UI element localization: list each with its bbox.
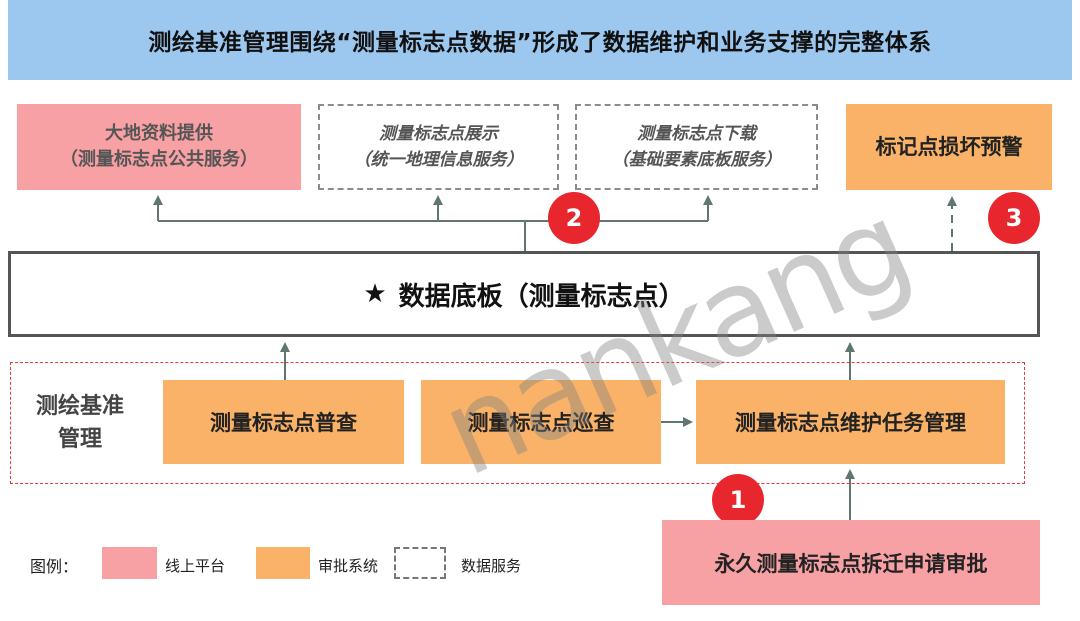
warning-label: 标记点损坏预警 xyxy=(875,135,1023,159)
badge-3: 3 xyxy=(988,192,1040,244)
badge-2: 2 xyxy=(548,192,600,244)
management-label: 测绘基准 管理 xyxy=(20,388,140,458)
download-service-box: 测量标志点下载 （基础要素底板服务） xyxy=(575,104,818,190)
maintenance-box: 测量标志点维护任务管理 xyxy=(696,380,1005,464)
survey-label: 测量标志点普查 xyxy=(210,411,357,435)
display-line2: （统一地理信息服务） xyxy=(353,150,524,170)
display-service-box: 测量标志点展示 （统一地理信息服务） xyxy=(318,104,559,190)
badge-1: 1 xyxy=(712,474,764,526)
geodata-service-box: 大地资料提供 （测量标志点公共服务） xyxy=(17,104,301,190)
legend-swatch-online xyxy=(102,547,157,579)
star-icon: ★ xyxy=(363,279,387,309)
management-label-line1: 测绘基准 xyxy=(35,394,124,419)
legend-text-service: 数据服务 xyxy=(461,557,522,575)
data-board-box: ★ 数据底板（测量标志点） xyxy=(8,251,1040,337)
legend-swatch-service xyxy=(394,547,446,579)
data-board-label: 数据底板（测量标志点） xyxy=(398,281,685,312)
management-label-line2: 管理 xyxy=(57,427,102,452)
geodata-line1: 大地资料提供 xyxy=(105,123,213,144)
title-banner: 测绘基准管理围绕“测量标志点数据”形成了数据维护和业务支撑的完整体系 xyxy=(8,0,1072,80)
relocation-approval-box: 永久测量标志点拆迁申请审批 xyxy=(662,520,1040,605)
geodata-line2: （测量标志点公共服务） xyxy=(60,149,258,170)
legend-title: 图例： xyxy=(30,557,79,576)
patrol-box: 测量标志点巡查 xyxy=(421,380,661,464)
legend-swatch-approval xyxy=(256,547,310,579)
damage-warning-box: 标记点损坏预警 xyxy=(846,104,1052,190)
download-line1: 测量标志点下载 xyxy=(637,124,756,144)
legend-text-approval: 审批系统 xyxy=(318,557,379,575)
relocation-label: 永久测量标志点拆迁申请审批 xyxy=(714,551,988,576)
legend-text-online: 线上平台 xyxy=(165,557,226,575)
download-line2: （基础要素底板服务） xyxy=(611,150,782,170)
display-line1: 测量标志点展示 xyxy=(379,124,498,144)
maintenance-label: 测量标志点维护任务管理 xyxy=(735,411,966,435)
survey-box: 测量标志点普查 xyxy=(163,380,404,464)
patrol-label: 测量标志点巡查 xyxy=(467,411,615,435)
page-title: 测绘基准管理围绕“测量标志点数据”形成了数据维护和业务支撑的完整体系 xyxy=(148,30,932,56)
management-region xyxy=(10,362,1025,484)
